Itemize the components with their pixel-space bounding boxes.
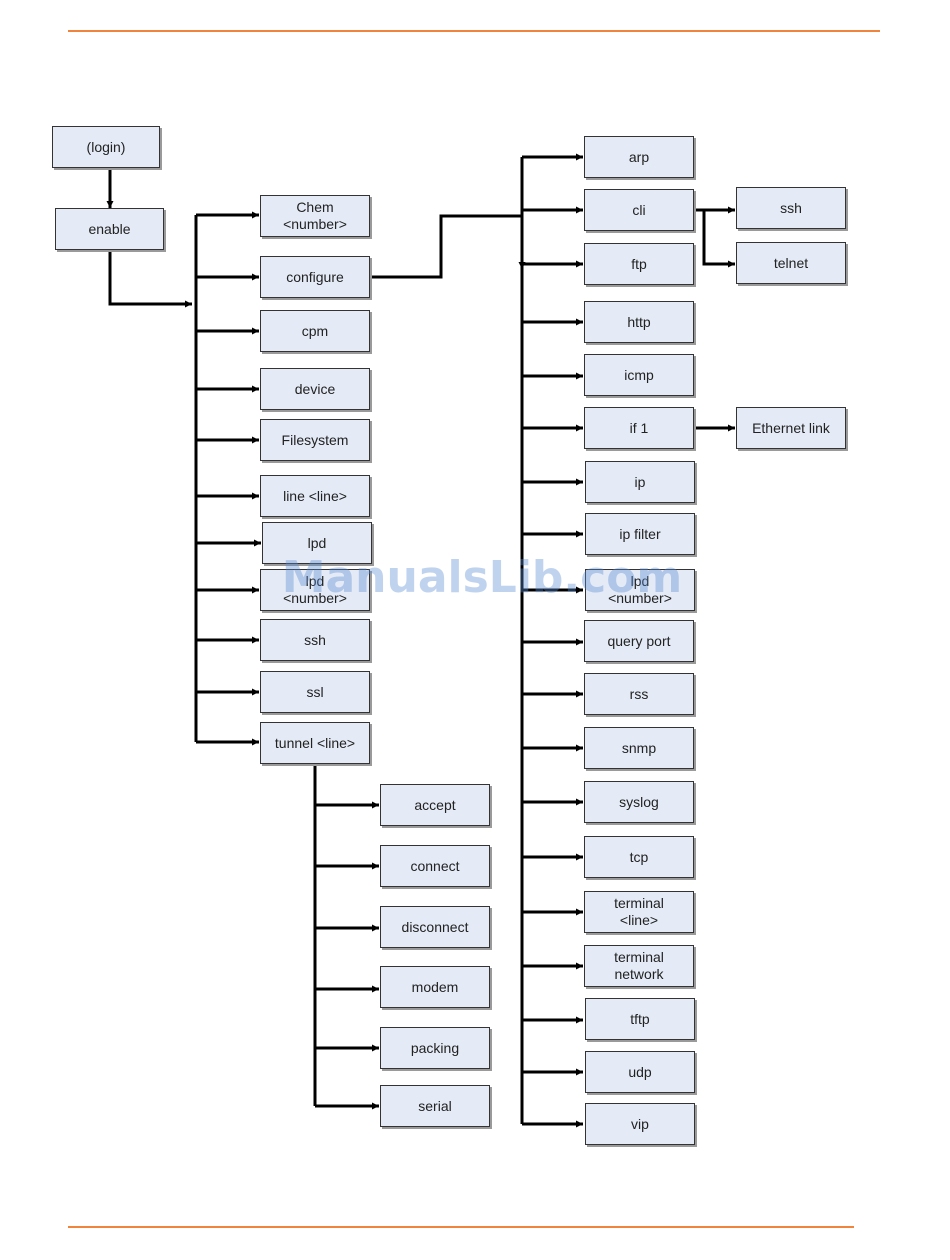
configure-branches: [522, 153, 583, 1128]
node-if-1: if 1: [584, 407, 694, 449]
node-ethernet-link: Ethernet link: [736, 407, 846, 449]
node-accept: accept: [380, 784, 490, 826]
node-arp: arp: [584, 136, 694, 178]
node-tcp: tcp: [584, 836, 694, 878]
node-configure: configure: [260, 256, 370, 298]
node-line: line <line>: [260, 475, 370, 517]
node-lpd: lpd: [262, 522, 372, 564]
node-terminal-network: terminal network: [584, 945, 694, 987]
node-udp: udp: [585, 1051, 695, 1093]
node-login: (login): [52, 126, 160, 168]
node-snmp: snmp: [584, 727, 694, 769]
node-icmp: icmp: [584, 354, 694, 396]
node-rss: rss: [584, 673, 694, 715]
bottom-rule: [68, 1226, 854, 1228]
node-lpd-number: lpd <number>: [260, 569, 370, 611]
node-syslog: syslog: [584, 781, 694, 823]
enable-to-trunk-arrow: [108, 250, 192, 308]
configure-to-trunk: [371, 214, 522, 279]
node-ssl: ssl: [260, 671, 370, 713]
node-ftp: ftp: [584, 243, 694, 285]
node-serial: serial: [380, 1085, 490, 1127]
node-vip: vip: [585, 1103, 695, 1145]
node-query-port: query port: [584, 620, 694, 662]
node-device: device: [260, 368, 370, 410]
node-tunnel-line: tunnel <line>: [260, 722, 370, 764]
node-cli: cli: [584, 189, 694, 231]
node-http: http: [584, 301, 694, 343]
node-disconnect: disconnect: [380, 906, 490, 948]
node-chem-number: Chem <number>: [260, 195, 370, 237]
node-filesystem: Filesystem: [260, 419, 370, 461]
node-cli-ssh: ssh: [736, 187, 846, 229]
node-tftp: tftp: [585, 998, 695, 1040]
node-cpm: cpm: [260, 310, 370, 352]
node-cli-telnet: telnet: [736, 242, 846, 284]
enable-branches: [196, 211, 261, 746]
node-terminal-line: terminal <line>: [584, 891, 694, 933]
tunnel-branches: [315, 801, 379, 1110]
node-ip: ip: [585, 461, 695, 503]
top-rule: [68, 30, 880, 32]
node-enable: enable: [55, 208, 164, 250]
node-connect: connect: [380, 845, 490, 887]
node-ip-filter: ip filter: [585, 513, 695, 555]
node-packing: packing: [380, 1027, 490, 1069]
cli-to-telnet-arrow: [702, 210, 735, 268]
node-modem: modem: [380, 966, 490, 1008]
node-ssh: ssh: [260, 619, 370, 661]
node-configure-lpd-number: lpd <number>: [585, 569, 695, 611]
